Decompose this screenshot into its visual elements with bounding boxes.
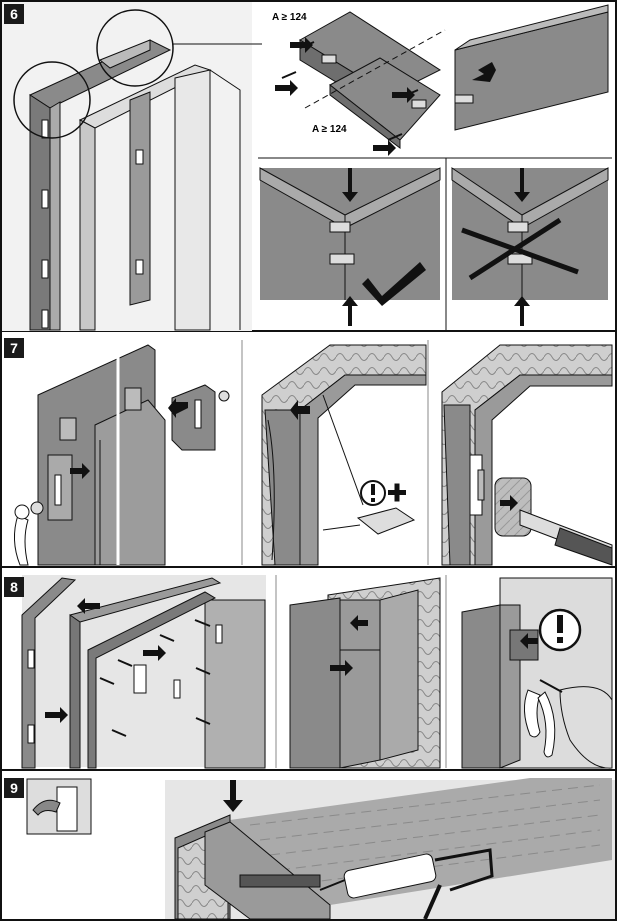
screw-icons <box>99 619 211 737</box>
frame-assembly-illustration <box>21 577 266 769</box>
step-number-6: 6 <box>10 6 18 22</box>
clip-mounting-illustration <box>14 344 230 566</box>
dimension-label-top: A ≥ 124 <box>272 12 307 23</box>
detail-circle-corner <box>13 61 91 139</box>
door-thumbnail <box>26 778 92 835</box>
drill-icon <box>539 679 613 769</box>
wrong-assembly-detail <box>451 167 609 326</box>
exclamation-icon <box>360 480 386 506</box>
plus-icon <box>388 483 406 502</box>
step-7-panel: 7 <box>2 338 615 568</box>
step-number-9: 9 <box>10 780 18 796</box>
step-9-panel: 9 <box>4 778 615 920</box>
door-frame-illustration <box>2 2 262 331</box>
insulation-corner-illustration <box>261 344 427 566</box>
wrench-icon <box>14 514 29 566</box>
drilling-illustration <box>461 577 613 769</box>
detail-circle-top <box>96 9 174 87</box>
top-frame-sealing-illustration <box>174 778 612 920</box>
step-number-7: 7 <box>10 340 18 356</box>
sealant-gun-icon <box>319 848 494 920</box>
adhesive-pad <box>356 507 416 535</box>
cross-icon <box>461 217 579 281</box>
step-number-8: 8 <box>10 579 18 595</box>
dimension-label-bottom: A ≥ 124 <box>312 124 347 135</box>
frame-profile-illustration <box>289 577 441 769</box>
correct-assembly-detail <box>258 157 612 330</box>
checkmark-icon <box>362 262 426 306</box>
corner-connector-illustration <box>275 4 609 156</box>
frame-foam-illustration <box>441 344 613 566</box>
step-6-panel: A ≥ 124 A ≥ 124 <box>2 2 615 332</box>
pliers-icon <box>524 689 556 758</box>
step-8-panel: 8 <box>2 575 615 771</box>
exclamation-icon <box>538 608 582 652</box>
